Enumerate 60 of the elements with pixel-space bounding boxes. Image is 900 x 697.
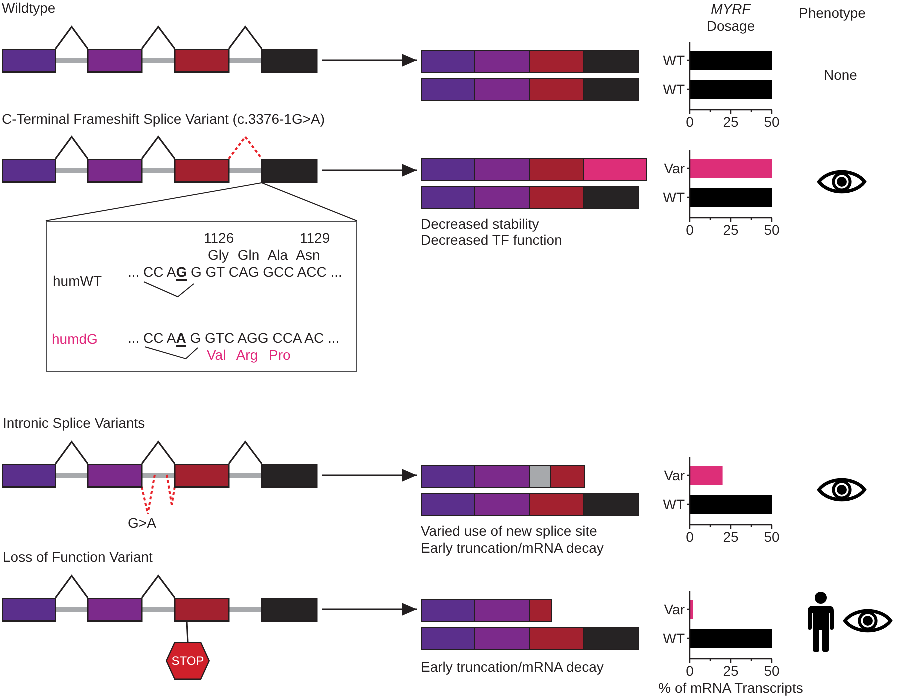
- dna-sequence: ... CC AA G GTC AGG CCA AC ...: [128, 330, 340, 346]
- phenotype-text: None: [824, 67, 858, 83]
- category-label: WT: [663, 190, 685, 206]
- category-label: WT: [663, 630, 685, 646]
- tick-label: 50: [764, 529, 780, 545]
- arrow: [322, 164, 417, 177]
- gene-structure-diagram: [2, 135, 318, 183]
- tick-label: 50: [764, 114, 780, 130]
- effect-note: Early truncation/mRNA decay: [421, 540, 604, 556]
- category-label: WT: [663, 52, 685, 68]
- effect-note: Decreased stability: [421, 216, 540, 232]
- codon-number: 1129: [300, 230, 330, 246]
- transcript-bars: [421, 599, 640, 650]
- axis-title: % of mRNA Transcripts: [658, 680, 804, 696]
- connector-line: [46, 182, 262, 222]
- arrow: [322, 603, 417, 616]
- stop-sign: [166, 642, 210, 680]
- transcript-bars: [421, 158, 648, 209]
- tick-label: 50: [764, 222, 780, 238]
- section-title: C-Terminal Frameshift Splice Variant (c.3376-1G>A): [2, 111, 326, 127]
- sequence-inset-box: [46, 221, 357, 372]
- amino-acid-row: Val Arg Pro: [207, 347, 291, 363]
- category-label: WT: [663, 496, 685, 512]
- tick-label: 25: [723, 663, 739, 679]
- section-title: Loss of Function Variant: [3, 549, 153, 565]
- tick-label: 0: [686, 114, 694, 130]
- tick-label: 25: [723, 529, 739, 545]
- sequence-name: humdG: [52, 331, 98, 347]
- effect-note: Early truncation/mRNA decay: [421, 659, 604, 675]
- connector-line: [186, 622, 189, 642]
- connector-line: [262, 182, 358, 222]
- variant-label: G>A: [128, 515, 156, 531]
- gene-structure-diagram: [2, 25, 318, 73]
- category-label: Var: [664, 468, 685, 484]
- dna-sequence: ... CC AG G GT CAG GCC ACC ...: [128, 264, 342, 280]
- category-label: Var: [664, 602, 685, 618]
- category-label: Var: [664, 160, 685, 176]
- amino-acid-row: Gly Gln Ala Asn: [208, 247, 320, 263]
- effect-note: Decreased TF function: [421, 232, 562, 248]
- section-title: Intronic Splice Variants: [3, 415, 146, 431]
- tick-label: 25: [723, 222, 739, 238]
- transcript-bars: [421, 50, 640, 101]
- tick-label: 0: [686, 663, 694, 679]
- stop-text: STOP: [170, 653, 206, 669]
- transcript-bars: [421, 465, 640, 516]
- tick-label: 0: [686, 222, 694, 238]
- category-label: WT: [663, 82, 685, 98]
- gene-structure-diagram: [2, 440, 318, 516]
- tick-label: 25: [723, 114, 739, 130]
- section-title: Wildtype: [2, 0, 56, 16]
- arrow: [322, 54, 417, 67]
- column-header: MYRF Dosage: [706, 1, 756, 35]
- gene-structure-diagram: [2, 574, 318, 622]
- effect-note: Varied use of new splice site: [421, 523, 598, 539]
- sequence-name: humWT: [53, 273, 102, 289]
- arrow: [322, 469, 417, 482]
- tick-label: 50: [764, 663, 780, 679]
- column-header: Phenotype: [799, 5, 866, 21]
- tick-label: 0: [686, 529, 694, 545]
- codon-number: 1126: [204, 230, 234, 246]
